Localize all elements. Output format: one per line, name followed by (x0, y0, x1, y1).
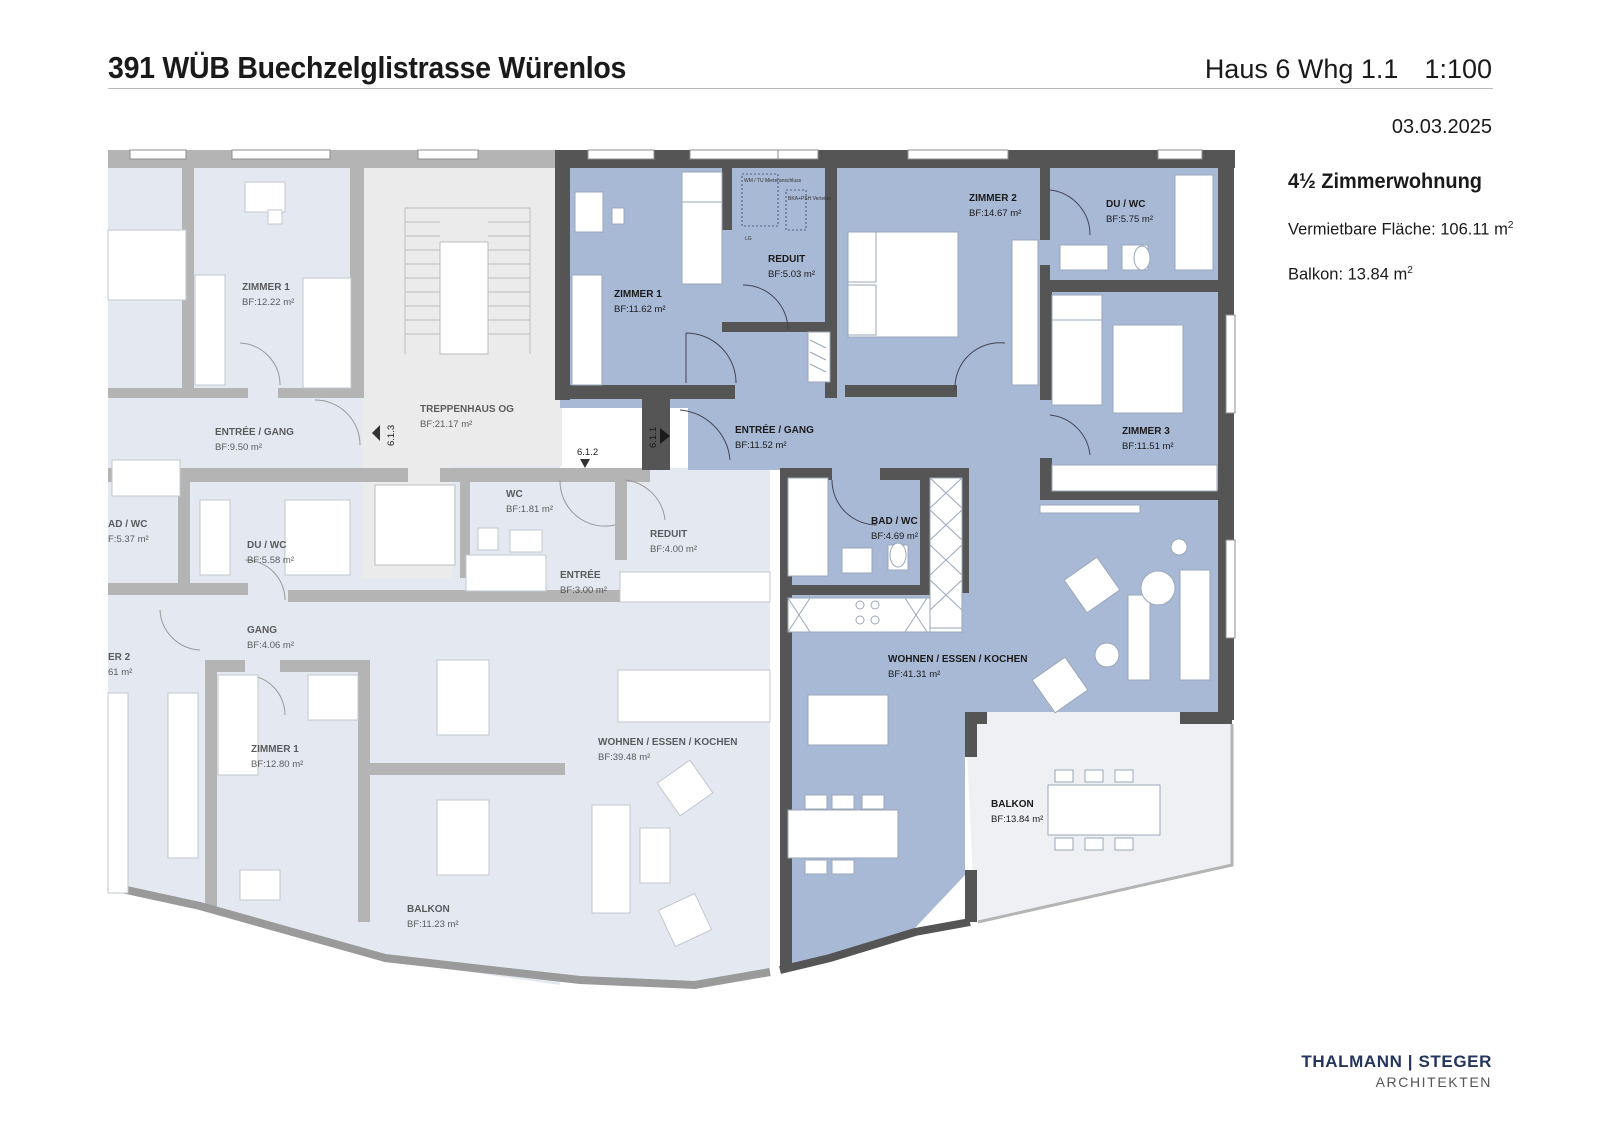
balcony-area: Balkon: 13.84 m2 (1288, 265, 1413, 284)
room-area-other-zimmer2: 61 m² (108, 667, 132, 678)
room-name-bad-wc: BAD / WC (871, 516, 918, 527)
fixture-label-lg: LG (745, 236, 752, 242)
room-name-other-du-wc: DU / WC (247, 540, 286, 551)
unit-label: Haus 6 Whg 1.1 (1204, 54, 1399, 84)
windows (129, 149, 1236, 639)
logo-main: THALMANN | STEGER (1301, 1052, 1492, 1071)
room-name-other-reduit: REDUIT (650, 529, 687, 540)
door-swings-other (159, 342, 666, 716)
room-name-du-wc: DU / WC (1106, 199, 1145, 210)
marker-611: 6.1.1 (648, 427, 659, 448)
room-area-zimmer2: BF:14.67 m² (969, 208, 1021, 219)
room-name-entree-gang: ENTRÉE / GANG (735, 423, 814, 436)
room-area-wohnen: BF:41.31 m² (888, 669, 940, 680)
room-area-other-bad-wc: F:5.37 m² (108, 534, 149, 545)
room-area-other-du-wc: BF:5.58 m² (247, 555, 294, 566)
section-markers (372, 425, 670, 468)
room-area-zimmer3: BF:11.51 m² (1122, 441, 1174, 452)
room-name-other-zimmer2: ER 2 (108, 652, 131, 663)
door-swings-unit (679, 189, 1091, 526)
room-area-zimmer1: BF:11.62 m² (614, 304, 666, 315)
room-name-balkon: BALKON (991, 799, 1034, 810)
room-name-wohnen: WOHNEN / ESSEN / KOCHEN (888, 654, 1027, 665)
marker-612: 6.1.2 (577, 447, 598, 458)
room-area-bad-wc: BF:4.69 m² (871, 531, 918, 542)
room-name-other-zimmer1b: ZIMMER 1 (251, 744, 299, 755)
header-unit-scale: Haus 6 Whg 1.1 1:100 (1205, 54, 1492, 85)
project-title: 391 WÜB Buechzelglistrasse Würenlos (108, 50, 627, 85)
fixture-label-wm: WM / TU Mieteranschluss (744, 178, 802, 184)
room-area-reduit: BF:5.03 m² (768, 269, 815, 280)
room-name-other-zimmer1a: ZIMMER 1 (242, 282, 290, 293)
room-area-other-entree: BF:3.00 m² (560, 585, 607, 596)
marker-613: 6.1.3 (386, 425, 397, 446)
wardrobe-hatch (787, 331, 963, 633)
furniture-unit (571, 171, 1218, 875)
furniture-other (107, 181, 771, 948)
room-area-other-zimmer1b: BF:12.80 m² (251, 759, 303, 770)
rentable-area: Vermietbare Fläche: 106.11 m2 (1288, 220, 1514, 239)
marker-arrow-612 (580, 459, 590, 468)
room-name-other-bad-wc: AD / WC (108, 519, 147, 530)
labels-other-units: ZIMMER 1 BF:12.22 m² TREPPENHAUS OG BF:2… (108, 282, 737, 930)
room-area-other-wc: BF:1.81 m² (506, 504, 553, 515)
logo-sub: ARCHITEKTEN (1375, 1074, 1492, 1090)
unit-type: 4½ Zimmerwohnung (1288, 170, 1482, 193)
room-name-other-wohnen: WOHNEN / ESSEN / KOCHEN (598, 737, 737, 748)
room-area-treppenhaus: BF:21.17 m² (420, 419, 472, 430)
plan-date: 03.03.2025 (1391, 116, 1492, 138)
room-area-entree-gang: BF:11.52 m² (735, 440, 787, 451)
perimeter-wall-unit (779, 918, 971, 974)
room-name-other-gang: GANG (247, 625, 277, 636)
room-name-zimmer3: ZIMMER 3 (1122, 426, 1170, 437)
fixture-label-bka: BKA+PSH Verteiler (788, 196, 831, 202)
room-name-other-balkon: BALKON (407, 904, 450, 915)
room-name-other-entree: ENTRÉE (560, 568, 601, 581)
perimeter-wall-other (107, 882, 771, 990)
room-name-zimmer1: ZIMMER 1 (614, 289, 662, 300)
reduit-fixtures (741, 173, 807, 231)
marker-arrow-611 (660, 428, 670, 444)
room-area-du-wc: BF:5.75 m² (1106, 214, 1153, 225)
room-area-other-zimmer1a: BF:12.22 m² (242, 297, 294, 308)
unit-round-fixtures (855, 245, 1188, 668)
labels-unit: ZIMMER 1 BF:11.62 m² REDUIT BF:5.03 m² Z… (614, 193, 1174, 825)
stair-treads (374, 207, 531, 566)
room-name-treppenhaus: TREPPENHAUS OG (420, 404, 514, 415)
room-area-other-reduit: BF:4.00 m² (650, 544, 697, 555)
room-area-balkon: BF:13.84 m² (991, 814, 1043, 825)
room-name-other-wc: WC (506, 489, 523, 500)
scale-label: 1:100 (1424, 54, 1492, 84)
balcony-parapet (977, 724, 1234, 924)
room-name-reduit: REDUIT (768, 254, 805, 265)
marker-arrow-613 (372, 425, 380, 441)
architect-logo: THALMANN | STEGER ARCHITEKTEN (1301, 1052, 1492, 1090)
room-name-other-entree-gang: ENTRÉE / GANG (215, 425, 294, 438)
room-area-other-gang: BF:4.06 m² (247, 640, 294, 651)
room-name-zimmer2: ZIMMER 2 (969, 193, 1017, 204)
room-area-other-entree-gang: BF:9.50 m² (215, 442, 262, 453)
header-divider (108, 88, 1493, 89)
room-area-other-balkon: BF:11.23 m² (407, 919, 459, 930)
room-area-other-wohnen: BF:39.48 m² (598, 752, 650, 763)
